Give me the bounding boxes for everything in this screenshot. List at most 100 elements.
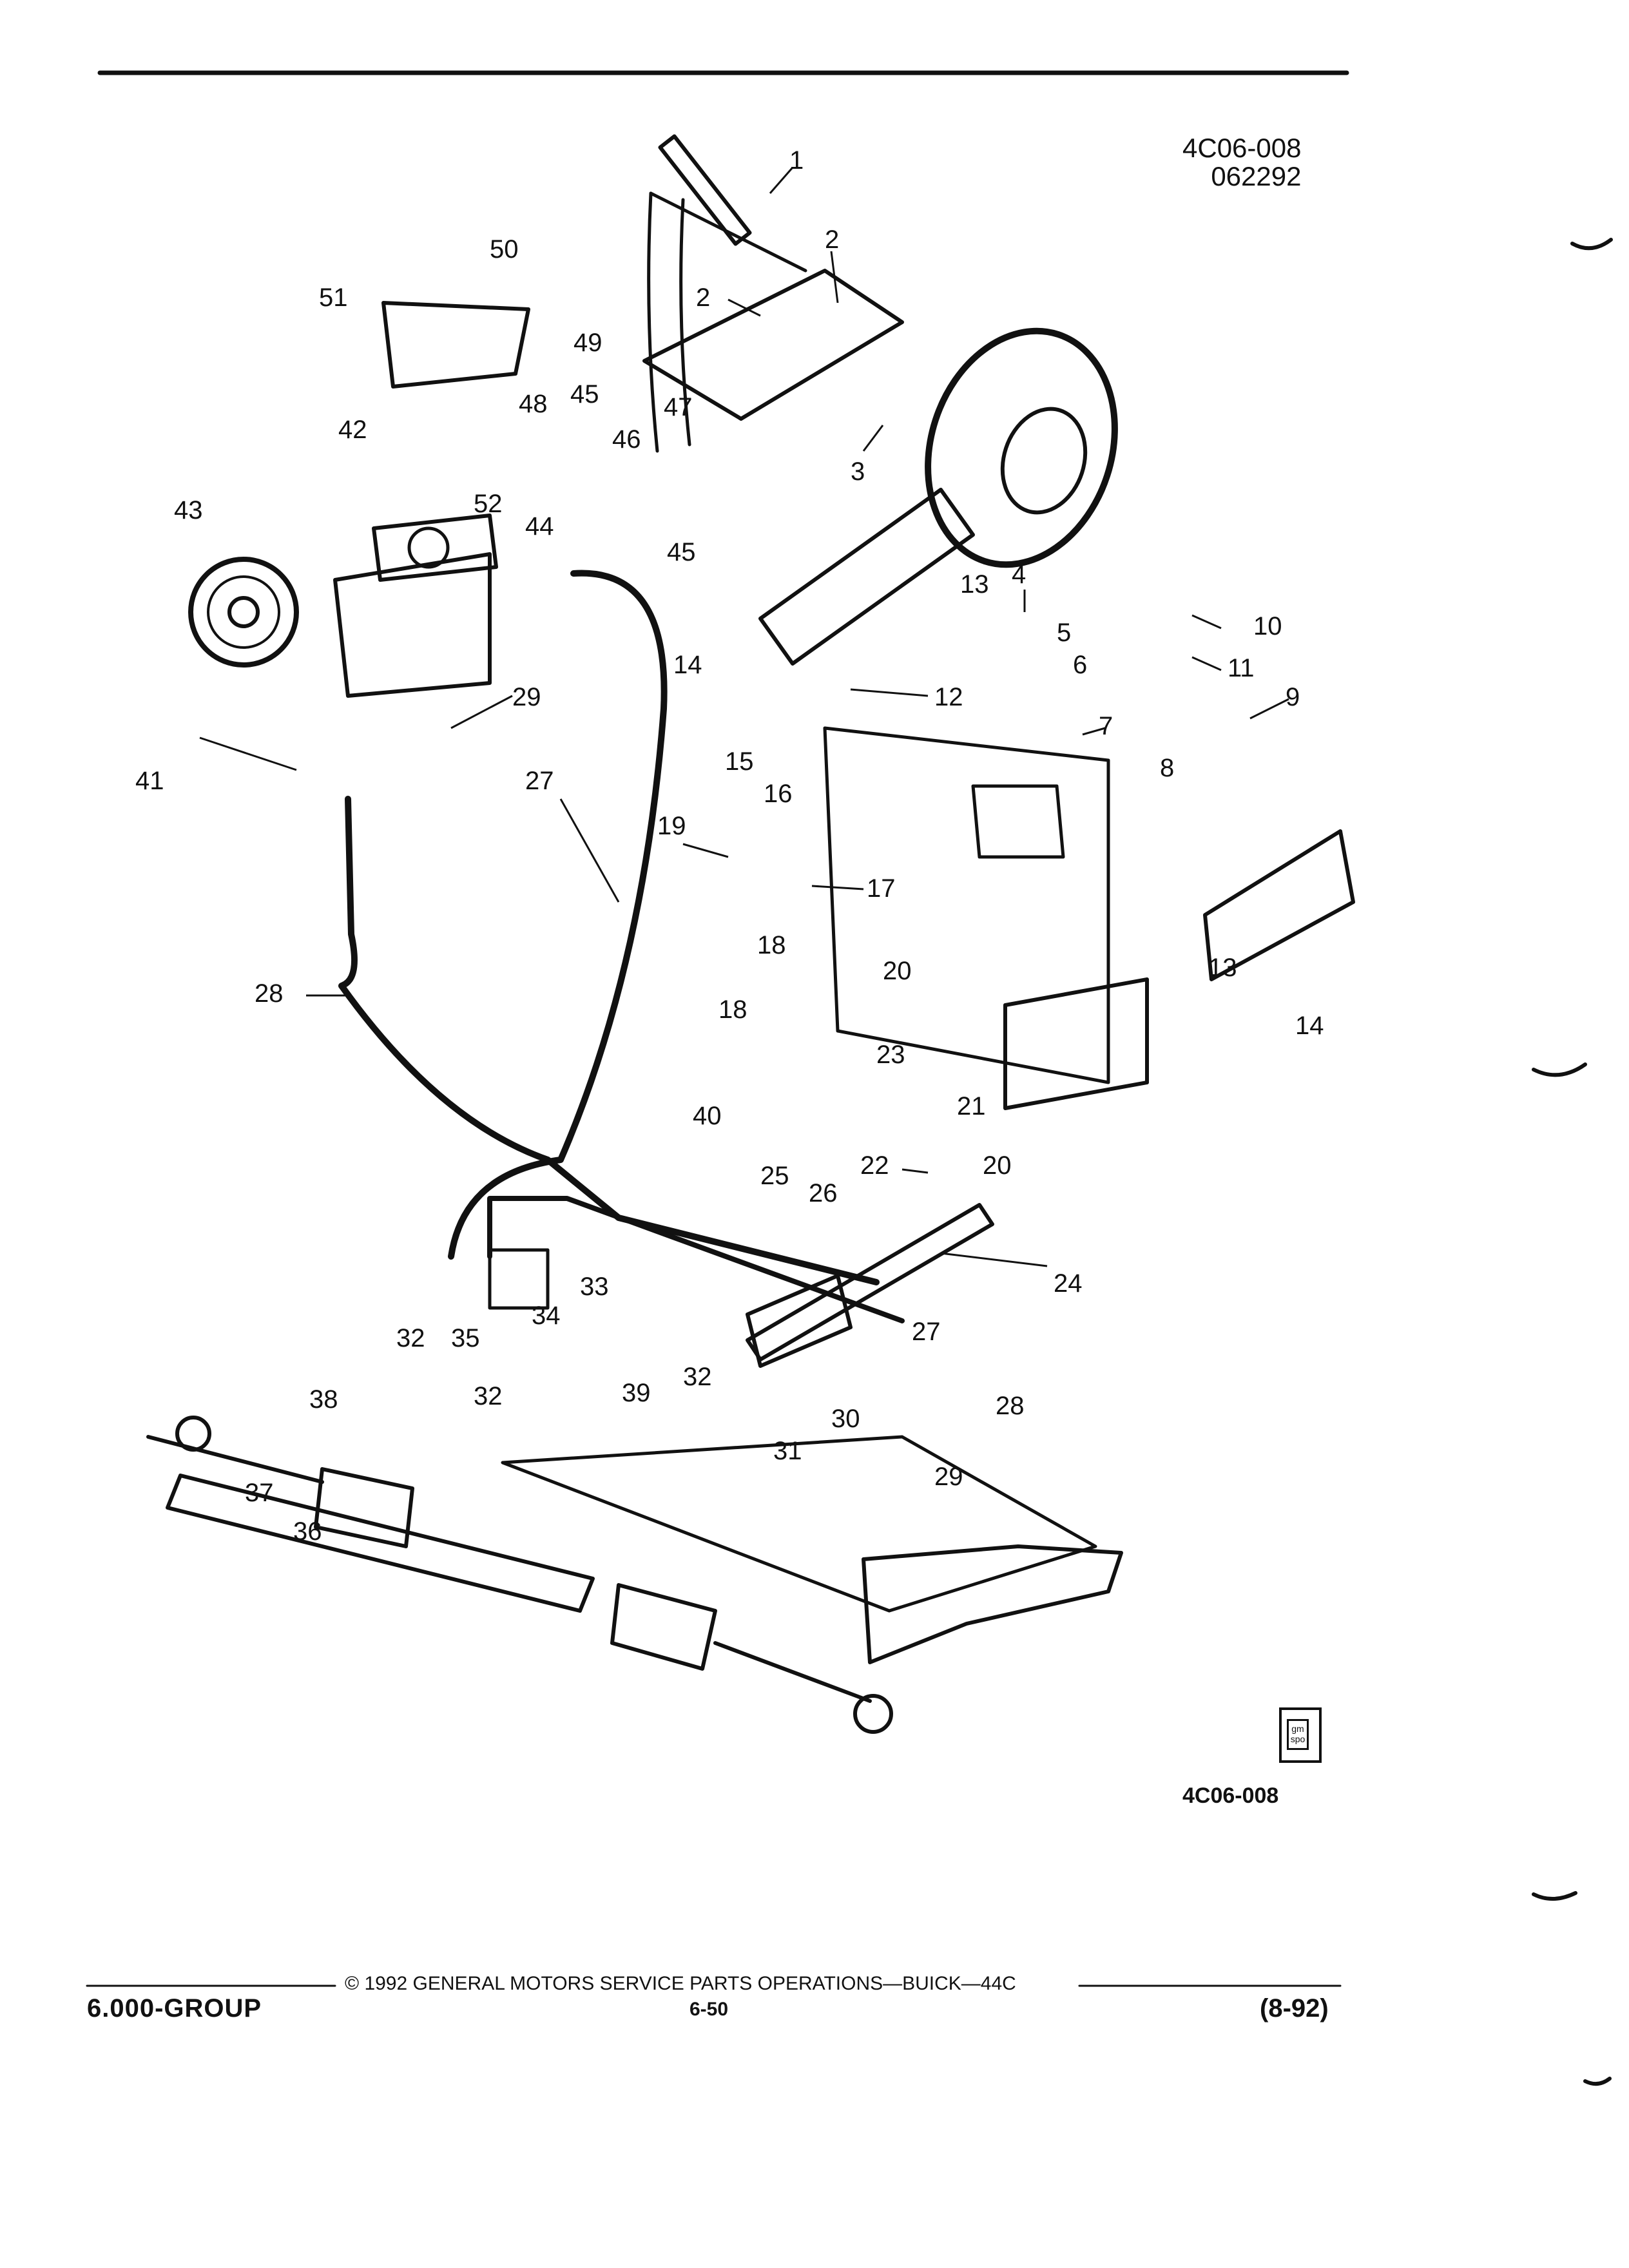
callout-13: 13 <box>960 570 989 599</box>
callout-18: 18 <box>718 995 747 1024</box>
callout-36: 36 <box>293 1517 322 1546</box>
callout-27: 27 <box>912 1318 941 1346</box>
callout-28: 28 <box>255 979 284 1008</box>
callout-38: 38 <box>309 1385 338 1414</box>
figure-id-top: 4C06-008 062292 <box>1182 134 1301 191</box>
brake-booster-panel <box>823 726 1110 1084</box>
callout-20: 20 <box>983 1151 1012 1180</box>
callout-29: 29 <box>512 683 541 711</box>
callout-21: 21 <box>957 1092 986 1120</box>
pump-bracket <box>381 301 530 389</box>
callout-31: 31 <box>773 1437 802 1465</box>
lower-column-seal <box>1003 977 1149 1110</box>
leader-line <box>682 843 729 858</box>
callout-16: 16 <box>764 780 793 808</box>
dash-panel <box>649 191 807 273</box>
callout-23: 23 <box>876 1041 905 1069</box>
callout-28: 28 <box>996 1392 1025 1420</box>
callout-30: 30 <box>831 1405 860 1433</box>
footer-copyright: © 1992 GENERAL MOTORS SERVICE PARTS OPER… <box>345 1973 1016 1994</box>
leader-line <box>1082 727 1106 736</box>
power-steering-pump-assembly <box>188 301 530 698</box>
tie-rod-end-right <box>853 1694 893 1734</box>
steering-column-assembly <box>642 134 1118 666</box>
callout-33: 33 <box>580 1273 609 1301</box>
callout-25: 25 <box>760 1162 789 1190</box>
callout-42: 42 <box>338 416 367 444</box>
callout-32: 32 <box>683 1363 712 1391</box>
column-jacket <box>758 488 975 666</box>
callout-44: 44 <box>525 512 554 541</box>
margin-mark <box>1532 1062 1587 1077</box>
leader-line <box>728 298 761 317</box>
column-bracket <box>642 269 904 421</box>
callout-52: 52 <box>474 490 503 518</box>
callout-46: 46 <box>612 425 641 454</box>
callout-29: 29 <box>934 1463 963 1491</box>
callout-48: 48 <box>519 390 548 418</box>
leader-line <box>940 1252 1048 1267</box>
callout-27: 27 <box>525 767 554 795</box>
callout-32: 32 <box>474 1382 503 1410</box>
callout-3: 3 <box>851 457 865 486</box>
rack-boot-right <box>610 1583 717 1671</box>
callout-45: 45 <box>570 380 599 408</box>
pressure-hose <box>448 570 668 1260</box>
callout-50: 50 <box>490 235 519 264</box>
callout-22: 22 <box>860 1151 889 1180</box>
callout-7: 7 <box>1099 712 1113 740</box>
callout-39: 39 <box>622 1379 651 1407</box>
callout-51: 51 <box>319 284 348 312</box>
leader-line <box>450 695 513 729</box>
callout-37: 37 <box>245 1479 274 1507</box>
return-hose <box>338 796 880 1285</box>
callout-13: 13 <box>1208 954 1237 982</box>
callout-43: 43 <box>174 496 203 524</box>
leader-line <box>1249 698 1289 720</box>
leader-line <box>811 885 864 890</box>
footer-date: (8-92) <box>1260 1994 1329 2023</box>
callout-32: 32 <box>396 1324 425 1352</box>
callout-1: 1 <box>789 146 804 175</box>
dash-panel <box>679 198 691 447</box>
callout-24: 24 <box>1054 1269 1083 1298</box>
callout-47: 47 <box>664 393 693 421</box>
heat-shield <box>488 1248 550 1310</box>
callout-4: 4 <box>1012 561 1026 589</box>
gm-spo-logo-text: gm spo <box>1287 1719 1309 1750</box>
pump-pulley-ring <box>207 575 280 649</box>
figure-id-bottom: 4C06-008 <box>1182 1783 1279 1808</box>
leader-line <box>850 688 929 697</box>
pump-pulley-hub <box>227 596 260 628</box>
callout-6: 6 <box>1073 651 1087 679</box>
callout-14: 14 <box>1295 1012 1324 1040</box>
turn-signal-lever <box>658 134 752 246</box>
callout-49: 49 <box>574 329 602 357</box>
gm-spo-logo: gm spo <box>1279 1707 1322 1763</box>
callout-11: 11 <box>1228 654 1255 682</box>
callout-34: 34 <box>532 1302 561 1330</box>
margin-mark <box>1532 1891 1577 1901</box>
leader-line <box>830 251 839 303</box>
callout-2: 2 <box>696 284 710 312</box>
column-boot <box>1203 829 1355 981</box>
callout-45: 45 <box>667 538 696 566</box>
callout-19: 19 <box>657 812 686 840</box>
callout-18: 18 <box>757 931 786 959</box>
tie-rod-right <box>713 1641 872 1703</box>
pump-pulley <box>188 557 299 668</box>
dash-panel <box>647 191 659 453</box>
callout-17: 17 <box>867 874 896 903</box>
callout-14: 14 <box>673 651 702 679</box>
footer-page-number: 6-50 <box>689 1999 729 2020</box>
brake-reservoir <box>971 784 1065 859</box>
hose-pipe <box>487 1195 905 1323</box>
steering-rack-assembly <box>146 1416 1123 1734</box>
margin-mark <box>1583 2077 1612 2086</box>
leader-line <box>1191 656 1222 671</box>
rack-boot-left <box>314 1467 414 1548</box>
leader-line <box>769 167 794 194</box>
rack-housing <box>166 1474 595 1613</box>
callout-41: 41 <box>135 767 164 795</box>
